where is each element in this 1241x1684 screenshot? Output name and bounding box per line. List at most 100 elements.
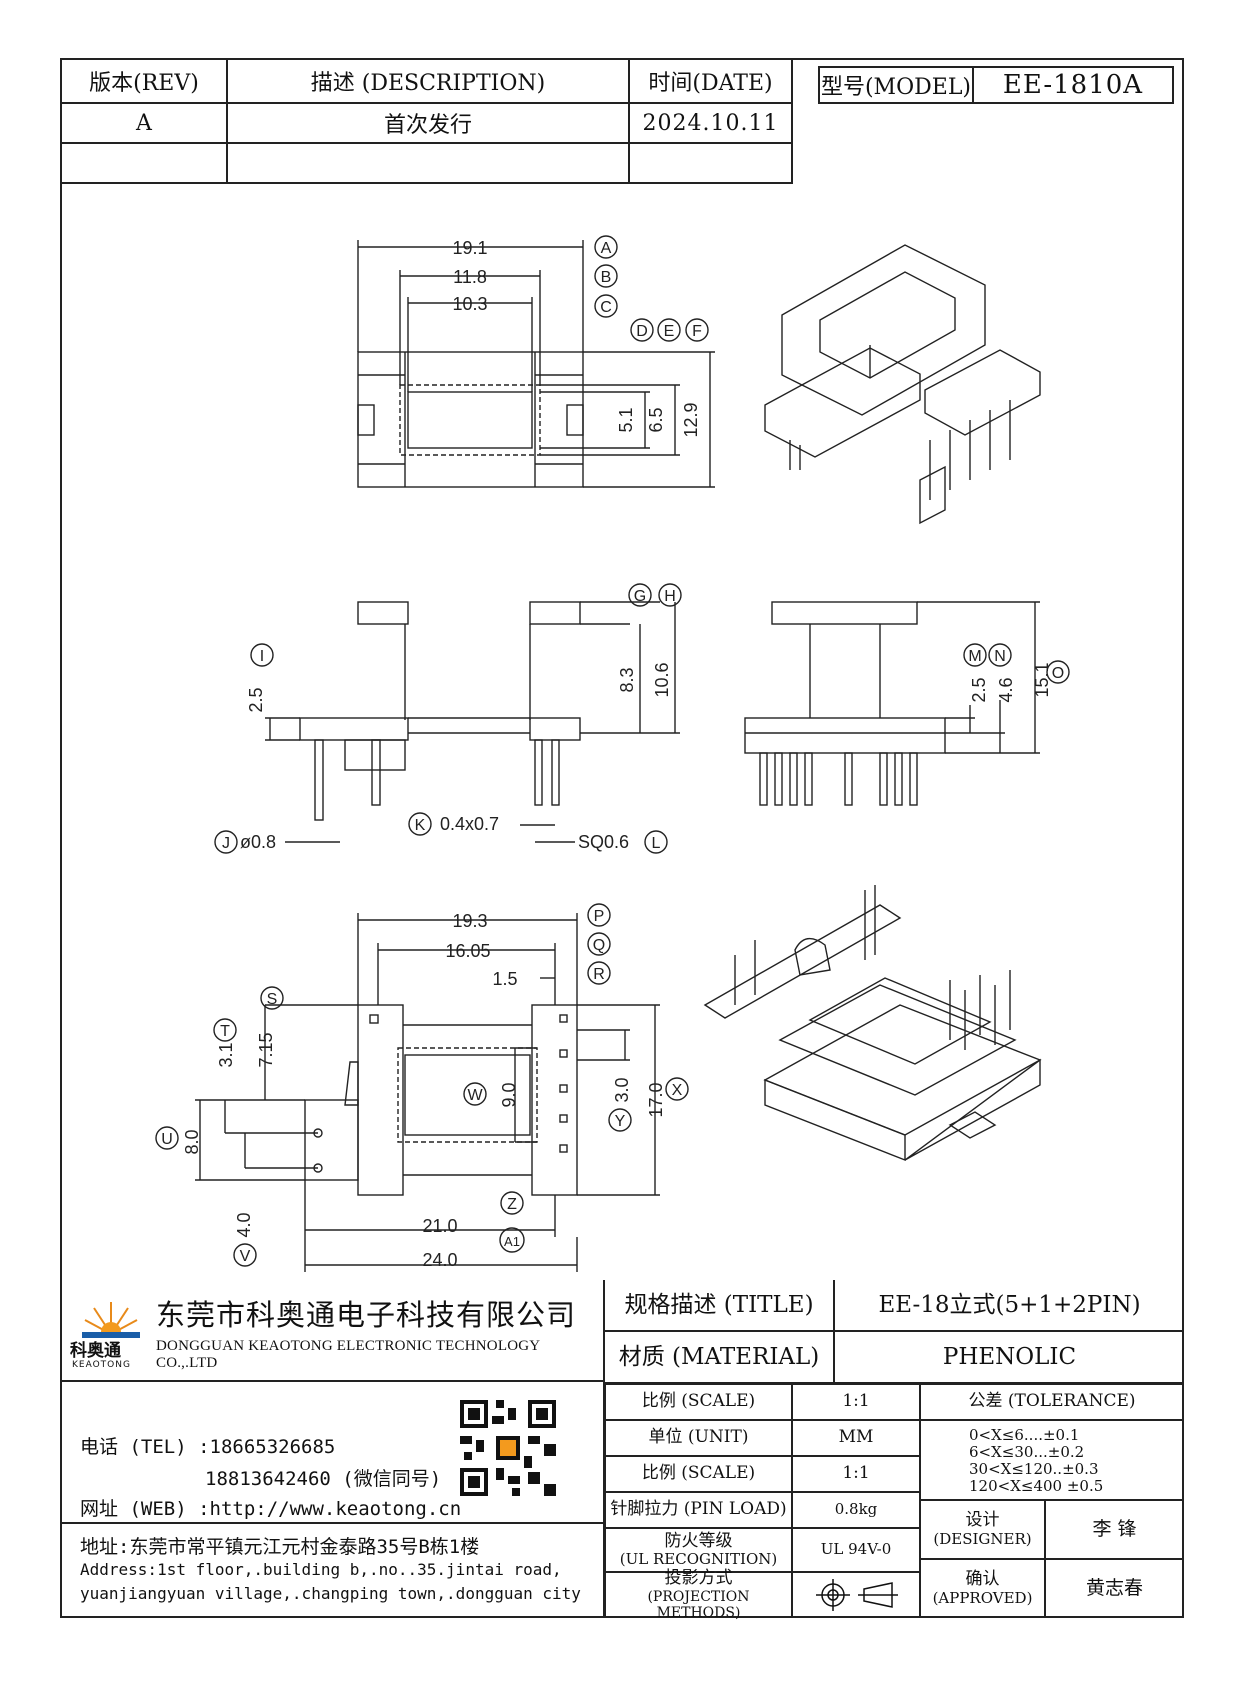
designer-label: 设计 (DESIGNER)	[920, 1500, 1045, 1559]
approved-label-en: (APPROVED)	[932, 1588, 1033, 1607]
dim-j: ø0.8	[240, 832, 276, 852]
address-en-1: Address:1st floor,.building b,.no..35.ji…	[80, 1560, 562, 1579]
dim-b: 11.8	[453, 267, 487, 287]
dim-t2: 7.15	[256, 1032, 276, 1067]
tolerance-values: 0<X≤6....±0.1 6<X≤30...±0.2 30<X≤120..±0…	[920, 1420, 1184, 1500]
pinload-label: 针脚拉力 (PIN LOAD)	[605, 1492, 792, 1528]
ul-value: UL 94V-0	[792, 1528, 920, 1572]
desc-header: 描述 (DESCRIPTION)	[226, 58, 630, 104]
scale2-label: 比例 (SCALE)	[605, 1456, 792, 1492]
rev-header: 版本(REV)	[60, 58, 228, 104]
dim-w: 9.0	[499, 1082, 519, 1107]
tolerance-row: 0<X≤6....±0.1	[969, 1426, 1080, 1444]
web-line: 网址 (WEB) :http://www.keaotong.cn	[80, 1498, 462, 1520]
dim-y: 3.0	[612, 1077, 632, 1102]
company-name-cn: 东莞市科奥通电子科技有限公司	[156, 1298, 577, 1332]
dim-r: 1.5	[492, 969, 517, 989]
company-name-en: DONGGUAN KEAOTONG ELECTRONIC TECHNOLOGY …	[156, 1338, 540, 1371]
divider	[60, 1380, 603, 1382]
dim-h: 10.6	[652, 662, 672, 697]
revision-table: 版本(REV) 描述 (DESCRIPTION) 时间(DATE) A 首次发行…	[60, 58, 793, 184]
company-block: 科奥通 KEAOTONG 东莞市科奥通电子科技有限公司 DONGGUAN KEA…	[60, 1280, 605, 1618]
date-header: 时间(DATE)	[628, 58, 793, 104]
dim-f: 12.9	[681, 402, 701, 437]
unit-value: MM	[792, 1420, 920, 1456]
bottom-view: 19.3 16.05 1.5 3.1 7.15 8.0 4.0 9.0 17.0…	[182, 911, 666, 1272]
rev-cell	[60, 142, 228, 184]
iso-view-bottom	[703, 885, 1042, 1162]
callout-label: E	[664, 323, 675, 340]
qr-code-icon	[460, 1400, 556, 1496]
dim-m: 2.5	[969, 677, 989, 702]
dim-a1: 24.0	[422, 1250, 457, 1270]
material-value: PHENOLIC	[835, 1332, 1184, 1384]
callout-label: M	[968, 648, 981, 665]
dim-q: 16.05	[445, 941, 490, 961]
dim-i: 2.5	[246, 687, 266, 712]
dim-c: 10.3	[452, 294, 487, 314]
designer-label-en: (DESIGNER)	[933, 1529, 1032, 1548]
callout-label: L	[652, 835, 661, 852]
tel-line: 电话 (TEL) :18665326685	[80, 1436, 336, 1458]
designer-value: 李 锋	[1045, 1500, 1184, 1559]
model-value: EE-1810A	[1002, 70, 1144, 100]
approved-value: 黄志春	[1045, 1559, 1184, 1618]
approved-label: 确认 (APPROVED)	[920, 1559, 1045, 1618]
dim-x: 17.0	[646, 1082, 666, 1117]
divider	[60, 1522, 603, 1524]
tel-line-2: 18813642460 (微信同号)	[205, 1468, 442, 1490]
designer-label-cn: 设计	[965, 1510, 1000, 1531]
material-label: 材质 (MATERIAL)	[605, 1332, 835, 1384]
callout-label: J	[222, 835, 230, 852]
dim-k: 0.4x0.7	[440, 814, 499, 834]
dim-v: 4.0	[234, 1212, 254, 1237]
dim-z: 21.0	[422, 1216, 457, 1236]
dim-u: 8.0	[182, 1129, 202, 1154]
callout-label: D	[636, 323, 648, 340]
callout-label: O	[1052, 665, 1064, 682]
logo-subtext: KEAOTONG	[72, 1360, 131, 1370]
tolerance-label: 公差 (TOLERANCE)	[920, 1384, 1184, 1420]
dim-l: SQ0.6	[578, 832, 629, 852]
projection-label-en: (PROJECTION METHODS)	[647, 1588, 750, 1621]
callout-label: A	[601, 240, 612, 257]
callout-label: Y	[615, 1113, 626, 1130]
title-block: 规格描述 (TITLE) EE-18立式(5+1+2PIN) 材质 (MATER…	[605, 1280, 1184, 1621]
callout-label: U	[161, 1131, 173, 1148]
callout-label: V	[240, 1248, 251, 1265]
top-view: 19.1 11.8 10.3 5.1 6.5 12.9	[357, 238, 715, 488]
dim-t: 3.1	[216, 1042, 236, 1067]
projection-label: 投影方式 (PROJECTION METHODS)	[605, 1568, 792, 1621]
callout-label: C	[600, 299, 612, 316]
pinload-value: 0.8kg	[792, 1492, 920, 1528]
ul-label-en: (UL RECOGNITION)	[619, 1550, 778, 1569]
projection-label-cn: 投影方式	[664, 1568, 733, 1589]
dim-n: 4.6	[996, 677, 1016, 702]
callout-label: G	[634, 588, 646, 605]
scale-value: 1:1	[792, 1384, 920, 1420]
model-box: 型号(MODEL) EE-1810A	[818, 66, 1174, 104]
scale-label: 比例 (SCALE)	[605, 1384, 792, 1420]
callout-label: Q	[593, 937, 605, 954]
rev-cell: A	[60, 102, 228, 144]
scale2-value: 1:1	[792, 1456, 920, 1492]
logo-text: 科奥通	[70, 1341, 121, 1361]
front-view: 8.3 10.6 2.5 ø0.8 0.4x0.7 SQ0.6	[240, 601, 680, 852]
side-view: 2.5 4.6 15.1	[744, 601, 1052, 806]
callout-label: W	[467, 1087, 483, 1104]
model-label: 型号(MODEL)	[820, 68, 974, 102]
iso-view-top	[764, 244, 1041, 525]
callout-label: B	[601, 269, 612, 286]
callout-label: X	[672, 1082, 683, 1099]
unit-label: 单位 (UNIT)	[605, 1420, 792, 1456]
projection-symbol	[792, 1572, 920, 1618]
callout-label: F	[692, 323, 702, 340]
callout-label: Z	[507, 1196, 517, 1213]
date-cell	[628, 142, 793, 184]
callout-label: A1	[504, 1234, 520, 1249]
callout-label: R	[593, 966, 605, 983]
ul-label-cn: 防火等级	[664, 1530, 733, 1551]
title-value: EE-18立式(5+1+2PIN)	[835, 1280, 1184, 1332]
address-cn: 地址:东莞市常平镇元江元村金泰路35号B栋1楼	[80, 1536, 480, 1558]
address-en-2: yuanjiangyuan village,.changping town,.d…	[80, 1584, 581, 1603]
